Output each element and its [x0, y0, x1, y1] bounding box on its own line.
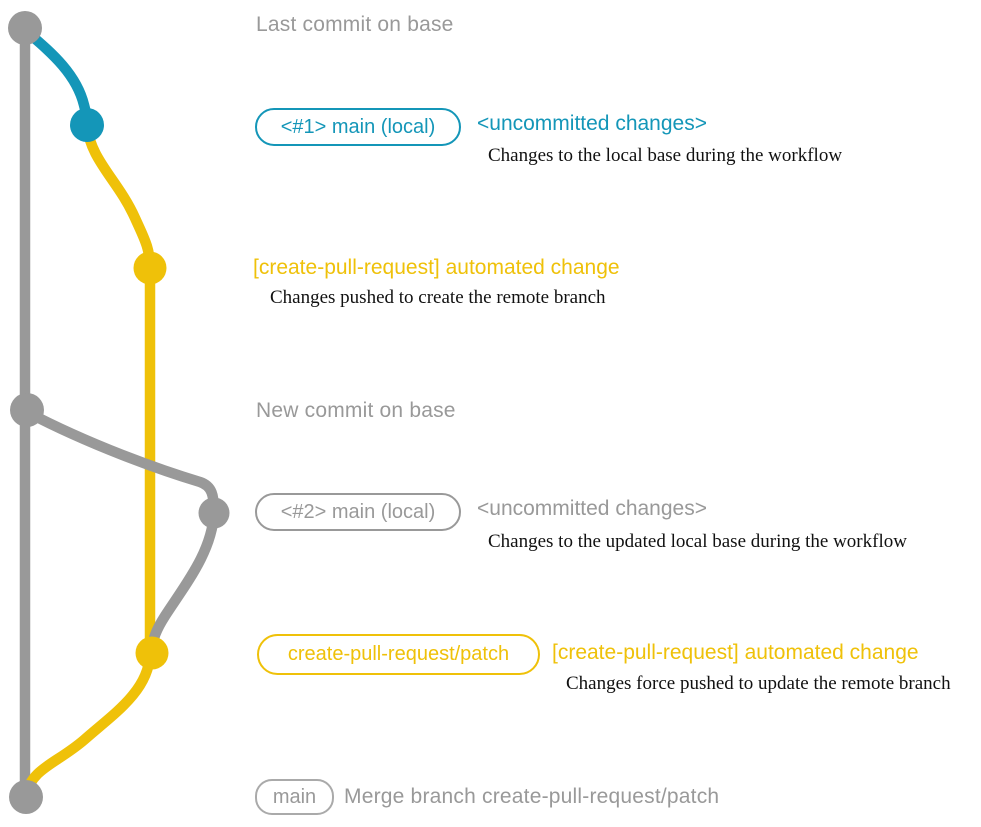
branch-badge-patch-label: create-pull-request/patch	[287, 643, 510, 665]
patch-branch-line-top	[81, 119, 156, 274]
caption-last-commit: Last commit on base	[256, 13, 454, 36]
caption-new-commit: New commit on base	[256, 399, 456, 422]
commit-graph	[8, 11, 230, 814]
branch-badge-main-label: main	[272, 785, 317, 808]
description-uncommitted-2: Changes to the updated local base during…	[488, 531, 907, 552]
heading-uncommitted-1: <uncommitted changes>	[477, 112, 707, 135]
caption-merge-branch: Merge branch create-pull-request/patch	[344, 785, 720, 808]
description-uncommitted-1: Changes to the local base during the wor…	[488, 145, 843, 166]
description-automated-change-1: Changes pushed to create the remote bran…	[270, 287, 606, 308]
main-local-branch-line-1	[19, 24, 93, 131]
heading-automated-change-1: [create-pull-request] automated change	[253, 256, 620, 279]
branch-badge-main-local-2: <#2> main (local)	[255, 493, 461, 531]
heading-automated-change-2: [create-pull-request] automated change	[552, 641, 919, 664]
commit-node-main-2	[198, 497, 230, 529]
description-automated-change-2: Changes force pushed to update the remot…	[566, 673, 951, 694]
branch-badge-main: main	[255, 779, 334, 815]
patch-branch-line-merge	[20, 649, 156, 801]
commit-node-last-base	[8, 11, 42, 45]
branch-badge-main-local-1-label: <#1> main (local)	[280, 115, 436, 138]
heading-uncommitted-2: <uncommitted changes>	[477, 497, 707, 520]
branch-badge-main-local-1: <#1> main (local)	[255, 108, 461, 146]
main-local-branch-line-2-out	[21, 406, 220, 519]
commit-node-patch-2	[135, 636, 169, 670]
branch-badge-patch: create-pull-request/patch	[257, 634, 540, 675]
commit-node-main-1	[70, 108, 104, 142]
commit-node-merge	[9, 780, 43, 814]
commit-node-new-base	[10, 393, 44, 427]
branch-badge-main-local-2-label: <#2> main (local)	[280, 500, 436, 523]
main-local-branch-line-2-in	[146, 507, 220, 659]
commit-node-patch-1	[133, 251, 167, 285]
